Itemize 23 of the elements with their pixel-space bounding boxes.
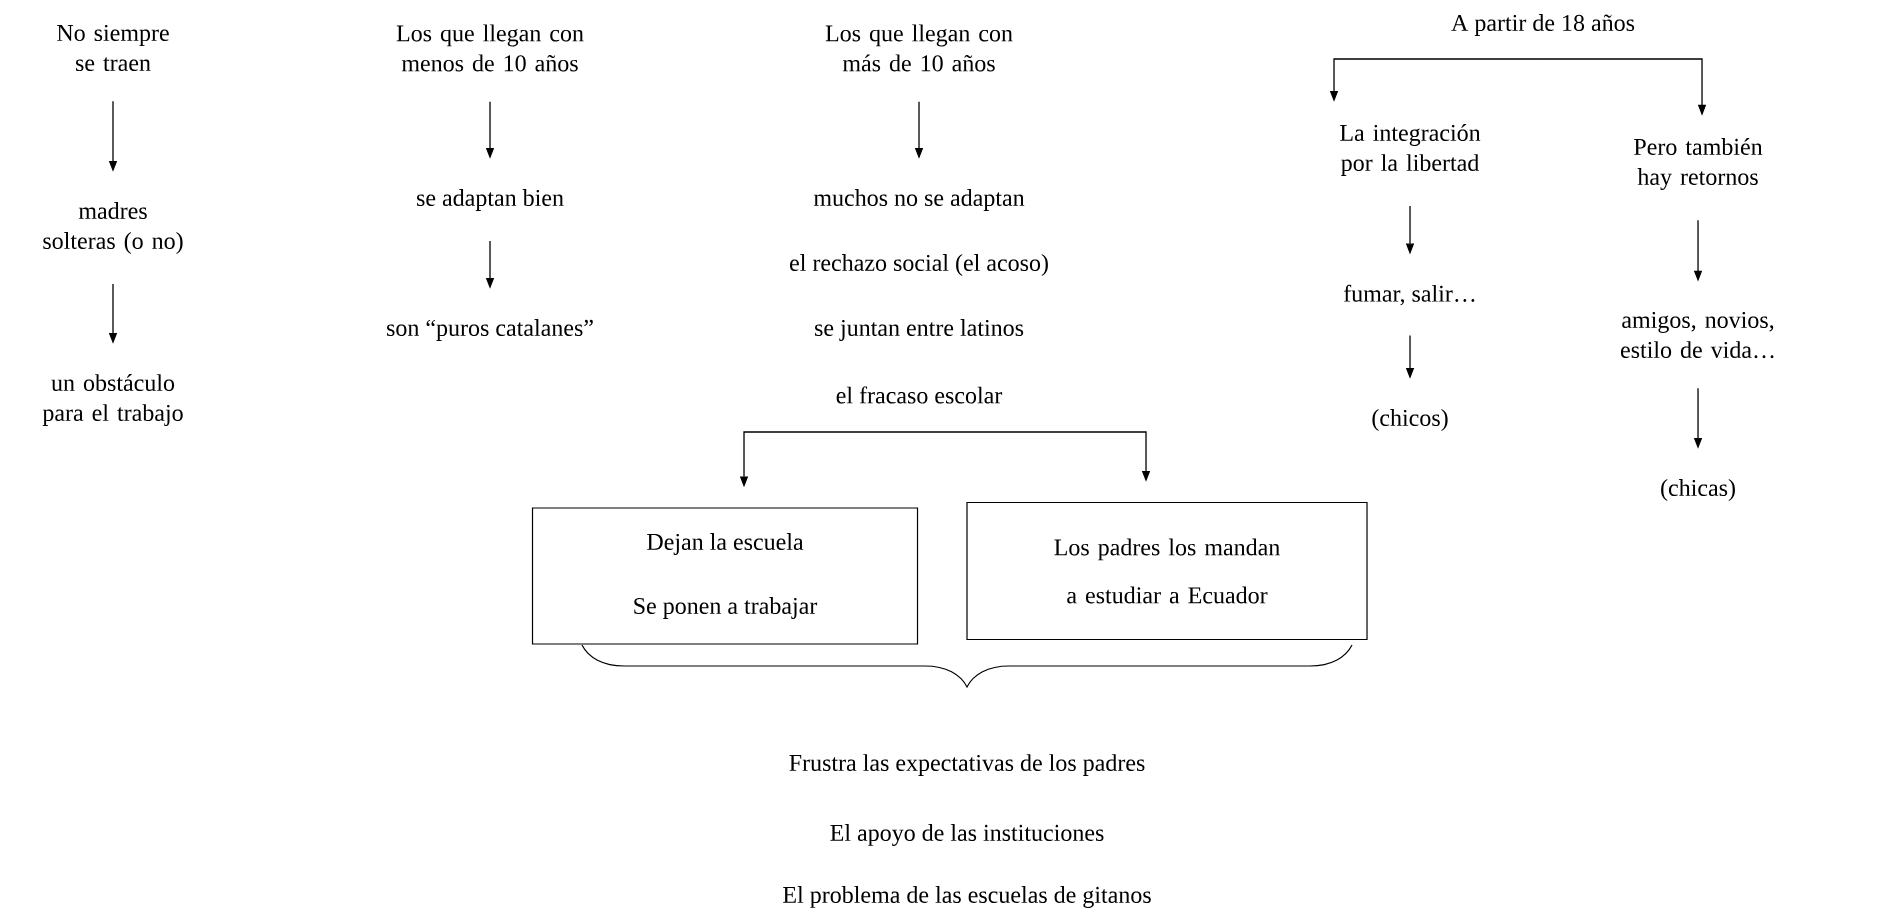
- concept-text: No siempre se traen: [57, 24, 169, 72]
- text-box: Dejan la escuela Se ponen a trabajar: [531, 507, 919, 645]
- concept-text: muchos no se adaptan: [813, 189, 1025, 211]
- concept-text: Pero también hay retornos: [1634, 138, 1763, 190]
- note-text: Frustra las expectativas de los padres: [789, 754, 1145, 776]
- note-text: se juntan entre latinos: [815, 319, 1024, 341]
- concept-text: fumar, salir…: [1343, 284, 1475, 306]
- note-text: el rechazo social (el acoso): [790, 254, 1048, 276]
- concept-text: el fracaso escolar: [836, 386, 1003, 404]
- concept-text: amigos, novios, estilo de vida…: [1621, 311, 1774, 359]
- text-box: Los padres los mandan a estudiar a Ecuador: [966, 501, 1368, 641]
- concept-text: (chicos): [1372, 409, 1448, 431]
- concept-text: un obstáculo para el trabajo: [42, 374, 183, 426]
- concept-text: A partir de 18 años: [1451, 14, 1635, 36]
- note-text: El apoyo de las instituciones: [830, 824, 1104, 846]
- concept-text: Los que llegan con menos de 10 años: [396, 24, 584, 72]
- concept-text: son “puros catalanes”: [387, 319, 593, 341]
- concept-text: Los que llegan con más de 10 años: [825, 24, 1013, 72]
- concept-text: madres solteras (o no): [43, 202, 183, 254]
- concept-text: (chicas): [1661, 479, 1735, 501]
- note-text: El problema de las escuelas de gitanos: [783, 886, 1151, 908]
- concept-text: se adaptan bien: [417, 189, 564, 211]
- concept-text: La integración por la libertad: [1340, 124, 1481, 176]
